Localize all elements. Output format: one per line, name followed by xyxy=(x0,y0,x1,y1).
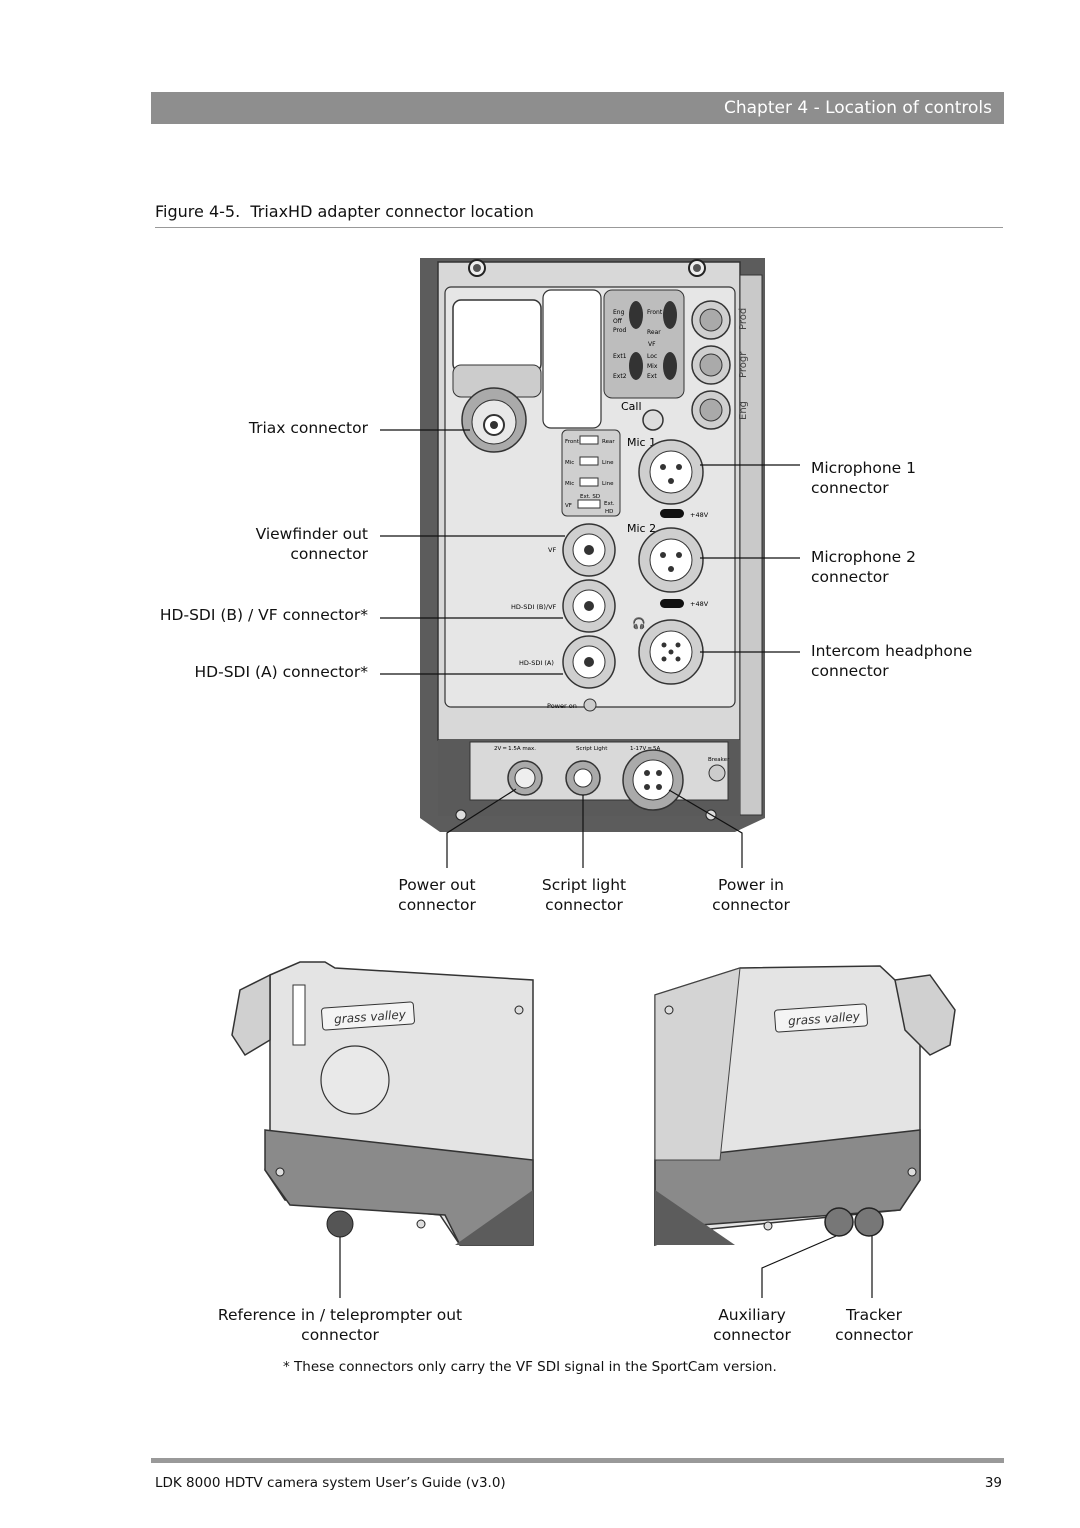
svg-text:Ext: Ext xyxy=(647,373,657,380)
svg-text:1-17V ═ 5A: 1-17V ═ 5A xyxy=(630,746,661,752)
callout-intercom-2: connector xyxy=(811,662,889,680)
svg-text:VF: VF xyxy=(648,341,656,348)
svg-text:VF: VF xyxy=(548,546,556,554)
callout-power-out-1: Power out xyxy=(398,876,476,894)
callout-reference-2: connector xyxy=(301,1326,379,1344)
svg-text:Ext. SD: Ext. SD xyxy=(580,494,600,500)
svg-text:Front: Front xyxy=(647,309,663,316)
svg-text:VF: VF xyxy=(565,503,572,509)
svg-text:HD-SDI (A): HD-SDI (A) xyxy=(519,659,554,667)
grassvalley-logo-right: grass valley xyxy=(788,1009,862,1028)
svg-text:Power on: Power on xyxy=(547,702,577,710)
callout-mic2-2: connector xyxy=(811,568,889,586)
svg-text:+48V: +48V xyxy=(690,600,709,608)
callout-mic1-1: Microphone 1 xyxy=(811,459,917,477)
svg-text:Eng: Eng xyxy=(738,401,749,420)
svg-text:Prod: Prod xyxy=(613,327,627,334)
callout-viewfinder-2: connector xyxy=(290,545,368,563)
svg-text:Line: Line xyxy=(602,481,614,487)
callout-power-out-2: connector xyxy=(398,896,476,914)
callout-power-in-2: connector xyxy=(712,896,790,914)
camera-side-views-illustration: grass valley grass valley xyxy=(231,961,956,1298)
svg-text:Ext.: Ext. xyxy=(604,501,615,507)
callout-intercom-1: Intercom headphone xyxy=(811,642,973,660)
callout-tracker-1: Tracker xyxy=(846,1306,902,1324)
figure-title: TriaxHD adapter connector location xyxy=(250,202,534,221)
svg-text:+48V: +48V xyxy=(690,511,709,519)
svg-text:2V ═ 1.5A max.: 2V ═ 1.5A max. xyxy=(494,746,536,752)
svg-text:Rear: Rear xyxy=(647,329,661,336)
svg-text:Mic: Mic xyxy=(565,481,574,487)
callout-power-in-1: Power in xyxy=(718,876,784,894)
svg-text:Mix: Mix xyxy=(647,363,658,370)
svg-text:HD: HD xyxy=(605,509,613,515)
svg-text:Breaker: Breaker xyxy=(708,757,730,763)
svg-text:Front: Front xyxy=(565,439,580,445)
svg-text:Progr: Progr xyxy=(738,351,749,378)
svg-text:HD-SDI (B)/VF: HD-SDI (B)/VF xyxy=(511,603,557,611)
bnc-hdsdi-b xyxy=(562,579,616,633)
mic1-label: Mic 1 xyxy=(627,436,656,449)
callout-tracker-2: connector xyxy=(835,1326,913,1344)
svg-text:🎧: 🎧 xyxy=(632,617,646,630)
footer-bar xyxy=(151,1458,1004,1463)
callout-script-1: Script light xyxy=(541,876,627,894)
callout-mic1-2: connector xyxy=(811,479,889,497)
callout-hdsdi-a: HD-SDI (A) connector* xyxy=(194,663,368,681)
chapter-header-bar: Chapter 4 - Location of controls xyxy=(151,92,1004,124)
footnote: * These connectors only carry the VF SDI… xyxy=(283,1359,777,1375)
switch-label: Eng xyxy=(613,309,625,316)
bnc-hdsdi-a xyxy=(562,635,616,689)
svg-text:Loc: Loc xyxy=(647,353,657,360)
svg-text:Ext2: Ext2 xyxy=(613,373,627,380)
bnc-vf xyxy=(562,523,616,577)
callout-hdsdi-b: HD-SDI (B) / VF connector* xyxy=(159,606,368,624)
callout-script-2: connector xyxy=(545,896,623,914)
figure-caption: Figure 4-5. TriaxHD adapter connector lo… xyxy=(155,202,534,221)
adapter-back-panel-illustration: Eng Off Prod Front Rear VF Ext1 Loc Mix … xyxy=(380,258,800,868)
footer-doc-title: LDK 8000 HDTV camera system User’s Guide… xyxy=(155,1475,506,1491)
footer-page-number: 39 xyxy=(984,1475,1002,1491)
callout-aux-2: connector xyxy=(713,1326,791,1344)
svg-text:Line: Line xyxy=(602,460,614,466)
mic2-label: Mic 2 xyxy=(627,522,656,535)
chapter-title: Chapter 4 - Location of controls xyxy=(723,98,992,118)
svg-text:Off: Off xyxy=(613,318,623,325)
call-label: Call xyxy=(621,400,642,413)
svg-text:Rear: Rear xyxy=(602,439,615,445)
grassvalley-logo-left: grass valley xyxy=(334,1007,408,1026)
svg-text:Ext1: Ext1 xyxy=(613,353,627,360)
figure-rule xyxy=(155,227,1003,228)
callout-reference-1: Reference in / teleprompter out xyxy=(217,1306,463,1324)
callout-aux-1: Auxiliary xyxy=(718,1306,786,1324)
callout-triax: Triax connector xyxy=(248,419,368,437)
figure-number: Figure 4-5. xyxy=(155,202,241,221)
svg-text:Script Light: Script Light xyxy=(576,746,608,752)
svg-text:Prod: Prod xyxy=(738,308,749,330)
callout-mic2-1: Microphone 2 xyxy=(811,548,917,566)
callout-viewfinder-1: Viewfinder out xyxy=(255,525,368,543)
svg-text:Mic: Mic xyxy=(565,460,574,466)
